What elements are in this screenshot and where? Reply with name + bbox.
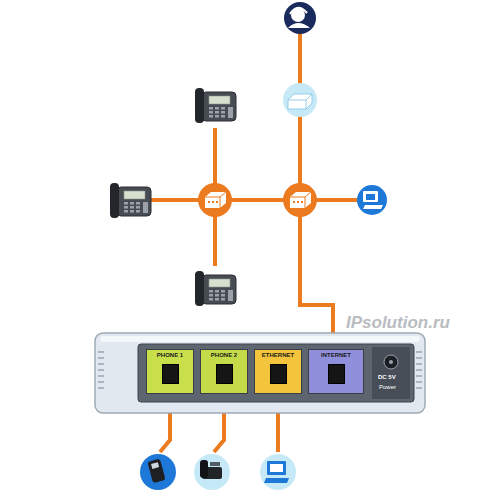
router-icon <box>283 183 317 217</box>
router-icon <box>198 183 232 217</box>
power-port-label: Power <box>379 384 396 391</box>
ip-phone-icon <box>195 88 236 123</box>
watermark-text: IPsolution.ru <box>346 314 450 332</box>
ip-phone-icon <box>195 271 236 306</box>
ip-phone-icon <box>110 183 151 218</box>
computer-icon <box>260 454 296 490</box>
fax-phone-icon <box>194 454 230 490</box>
port-label: INTERNET <box>309 350 363 359</box>
cordless-phone-icon <box>140 454 176 490</box>
port-panel: PHONE 2 <box>200 349 248 394</box>
port-label: ETHERNET <box>255 350 301 359</box>
port-panel: INTERNET <box>308 349 364 394</box>
internet-provider-icon <box>284 2 316 34</box>
rj-jack <box>216 364 233 384</box>
port-panel: PHONE 1 <box>146 349 194 394</box>
rj-jack <box>328 364 345 384</box>
computer-icon <box>357 185 387 215</box>
port-panel: ETHERNET <box>254 349 302 394</box>
rj-jack <box>162 364 179 384</box>
power-rating-label: DC 5V <box>378 374 396 381</box>
port-label: PHONE 2 <box>201 350 247 359</box>
port-label: PHONE 1 <box>147 350 193 359</box>
rj-jack <box>270 364 287 384</box>
adapter-housing <box>95 333 425 413</box>
modem-icon <box>283 83 317 117</box>
